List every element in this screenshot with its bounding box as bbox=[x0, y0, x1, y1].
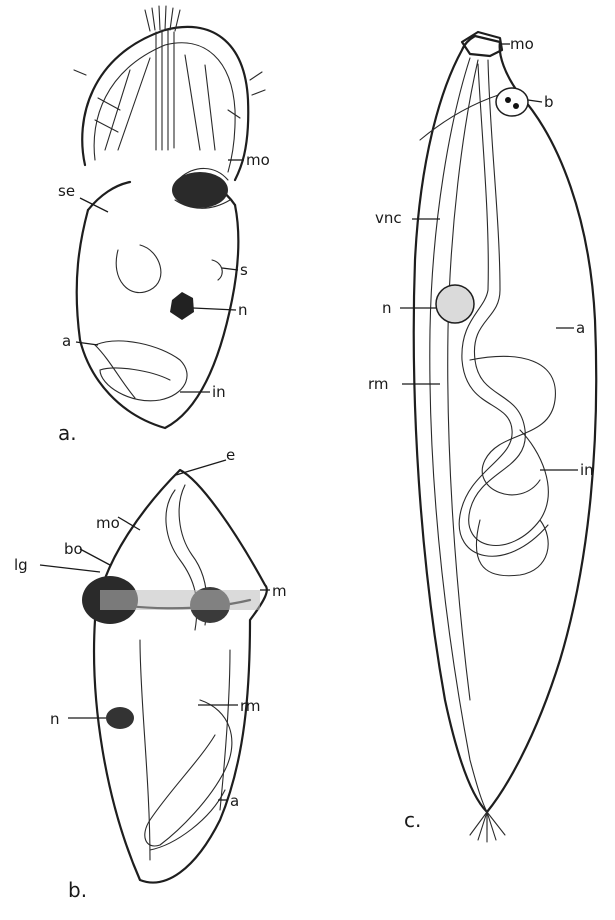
organism-b-mastax bbox=[82, 576, 260, 624]
organism-c-foot-bristles bbox=[470, 812, 505, 842]
label-b-bo: bo bbox=[64, 540, 83, 558]
organism-a-s-organ bbox=[212, 260, 222, 280]
organism-b-body bbox=[94, 470, 267, 883]
organism-a: mo se s n a in a. bbox=[58, 6, 270, 445]
label-c-vnc: vnc bbox=[375, 209, 402, 227]
label-b-mo: mo bbox=[96, 514, 120, 532]
label-a-a: a bbox=[62, 332, 71, 350]
label-b-m: m bbox=[272, 582, 287, 600]
organism-c-ventral-nerve-cord bbox=[430, 58, 487, 812]
label-b-e: e bbox=[226, 446, 235, 464]
organism-c-brain bbox=[496, 88, 528, 116]
label-a-mo: mo bbox=[246, 151, 270, 169]
organism-b: mo e bo lg m n rm a b. bbox=[14, 446, 287, 902]
organism-c-mouth bbox=[462, 32, 502, 56]
label-a-in: in bbox=[212, 383, 226, 401]
organism-b-leaders bbox=[40, 460, 270, 800]
label-c-a: a bbox=[576, 319, 585, 337]
label-c-b: b bbox=[544, 93, 554, 111]
label-b-n: n bbox=[50, 710, 60, 728]
organism-c-intestine-tube bbox=[469, 60, 556, 576]
organism-a-cilia bbox=[74, 6, 265, 95]
organism-c: mo b vnc n a rm in c. bbox=[368, 32, 596, 842]
panel-label-a: a. bbox=[58, 421, 77, 445]
organism-b-intestine bbox=[145, 700, 232, 850]
organism-c-nucleus bbox=[436, 285, 474, 323]
label-b-rm: rm bbox=[240, 697, 261, 715]
panel-label-b: b. bbox=[68, 878, 87, 902]
organism-c-retractor-muscle bbox=[448, 60, 478, 700]
organism-a-nucleus bbox=[170, 292, 194, 320]
organism-a-mastax bbox=[172, 168, 230, 208]
organism-c-eyespot-2 bbox=[513, 103, 519, 109]
organism-c-body bbox=[414, 36, 596, 812]
label-c-rm: rm bbox=[368, 375, 389, 393]
label-b-a: a bbox=[230, 792, 239, 810]
label-c-in: in bbox=[580, 461, 594, 479]
organism-a-intestine bbox=[95, 341, 187, 401]
label-c-mo: mo bbox=[510, 35, 534, 53]
organism-a-stomach bbox=[116, 245, 161, 293]
label-a-s: s bbox=[240, 261, 248, 279]
label-c-n: n bbox=[382, 299, 392, 317]
label-b-lg: lg bbox=[14, 556, 28, 574]
panel-label-c: c. bbox=[404, 808, 421, 832]
organism-b-nucleus bbox=[106, 707, 134, 729]
organism-c-eyespot bbox=[505, 97, 511, 103]
label-a-n: n bbox=[238, 301, 248, 319]
label-a-se: se bbox=[58, 182, 75, 200]
